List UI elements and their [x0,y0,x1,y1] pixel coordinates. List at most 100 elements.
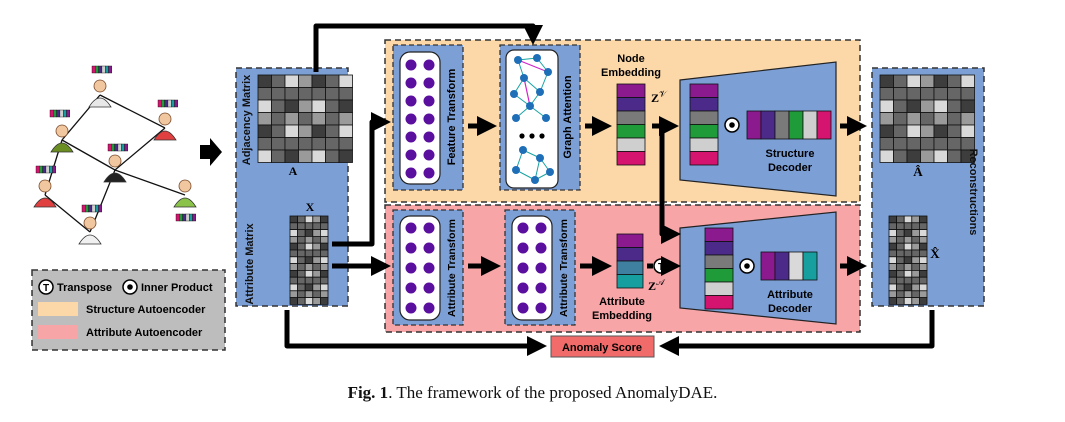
feature-bar-cell [174,99,178,108]
adjacency-cell [325,99,340,113]
attribute-hat-cell [919,283,928,292]
structure-decoder-label-1: Structure [766,148,815,160]
feature-bar-cell [111,143,115,152]
adjacency-hat-cell [879,137,894,151]
caption-prefix: Fig. 1 [347,383,389,402]
attribute-hat-cell [919,215,928,224]
attribute-hat-cell [903,269,913,278]
attention-node [510,90,518,98]
adjacency-cell [271,124,286,138]
adjacency-hat-cell [906,87,921,101]
embedding-cell [689,124,719,139]
node-dot [405,222,417,234]
adjacency-cell [257,87,272,101]
adjacency-cell [311,149,326,163]
node-dot [405,113,417,125]
attribute-cell [297,283,306,292]
adjacency-cell [325,149,340,163]
adjacency-cell [325,137,340,151]
node-dot [423,222,435,234]
attribute-cell [304,297,314,305]
ellipsis-dot [529,133,535,139]
embedding-cell [689,97,719,112]
node-dot [423,59,435,71]
attention-node [546,168,554,176]
attribute-symbol: X [306,200,315,214]
person-body [173,197,197,208]
legend-inner-product: Inner Product [141,282,213,294]
adjacency-hat-cell [920,112,935,126]
adjacency-cell [338,99,353,113]
attribute-cell [297,263,306,271]
attribute-cell [319,269,329,278]
embedding-cell [704,254,734,269]
attribute-cell [319,235,329,244]
attention-node [542,114,550,122]
attribute-cell [304,242,314,251]
adjacency-cell [284,112,299,126]
attribute-hat-cell [896,263,905,271]
embedding-cell [774,110,790,140]
adjacency-hat-cell [906,74,921,88]
attribute-decoder-label-2: Decoder [768,303,813,315]
person-head [55,124,69,138]
adjacency-hat-cell [879,149,894,163]
adjacency-hat-cell [947,112,962,126]
feature-bar-cell [94,204,99,213]
inner-product-dot [127,284,133,290]
attribute-cell [312,263,321,271]
node-dot [517,242,529,254]
embedding-cell [616,260,644,275]
attribute-hat-cell [903,242,913,251]
feature-bar-cell [81,204,86,213]
embedding-cell [689,137,719,152]
adjacency-cell [298,137,313,151]
attribute-cell [304,229,314,237]
attribute-hat-cell [896,229,905,237]
node-dot [423,113,435,125]
adjacency-cell [311,124,326,138]
attribute-cell [289,256,298,264]
attribute-embedding-title-2: Embedding [592,310,652,322]
feature-bar-cell [85,204,89,213]
node-dot [423,77,435,89]
attribute-hat-cell [919,290,928,298]
adjacency-cell [284,87,299,101]
node-dot [517,262,529,274]
attention-node [514,56,522,64]
adjacency-hat-cell [933,74,948,88]
graph-attention-label: Graph Attention [562,75,574,159]
caption-text: . The framework of the proposed AnomalyD… [388,383,718,402]
adjacency-hat-cell [906,112,921,126]
adjacency-cell [298,74,313,88]
adjacency-symbol: A [289,164,298,178]
embedding-cell [689,151,719,166]
feature-bar-cell [185,213,190,222]
legend-structure: Structure Autoencoder [86,304,206,316]
embedding-cell [616,110,646,125]
embedding-cell [704,227,734,242]
attribute-hat-cell [911,222,920,231]
attribute-hat-cell [888,229,897,237]
attribute-hat-cell [911,256,920,264]
attribute-cell [297,249,306,258]
attribute-cell [289,229,298,237]
attribute-hat-cell [896,235,905,244]
a-hat-symbol: Â [913,164,923,179]
node-dot [405,282,417,294]
attribute-embedding-title-1: Attribute [599,296,645,308]
attribute-cell [312,276,321,285]
node-dot [423,242,435,254]
person-head [83,216,97,230]
attribute-hat-cell [911,269,920,278]
attribute-hat-cell [911,235,920,244]
attention-node [512,166,520,174]
attribute-cell [312,283,321,292]
feature-bar-cell [56,109,61,118]
attribute-transform-label-2: Attribute Transform [558,219,570,317]
attribute-hat-cell [911,263,920,271]
attribute-cell [289,269,298,278]
attribute-cell [297,235,306,244]
person-body [50,142,74,153]
adjacency-cell [284,149,299,163]
